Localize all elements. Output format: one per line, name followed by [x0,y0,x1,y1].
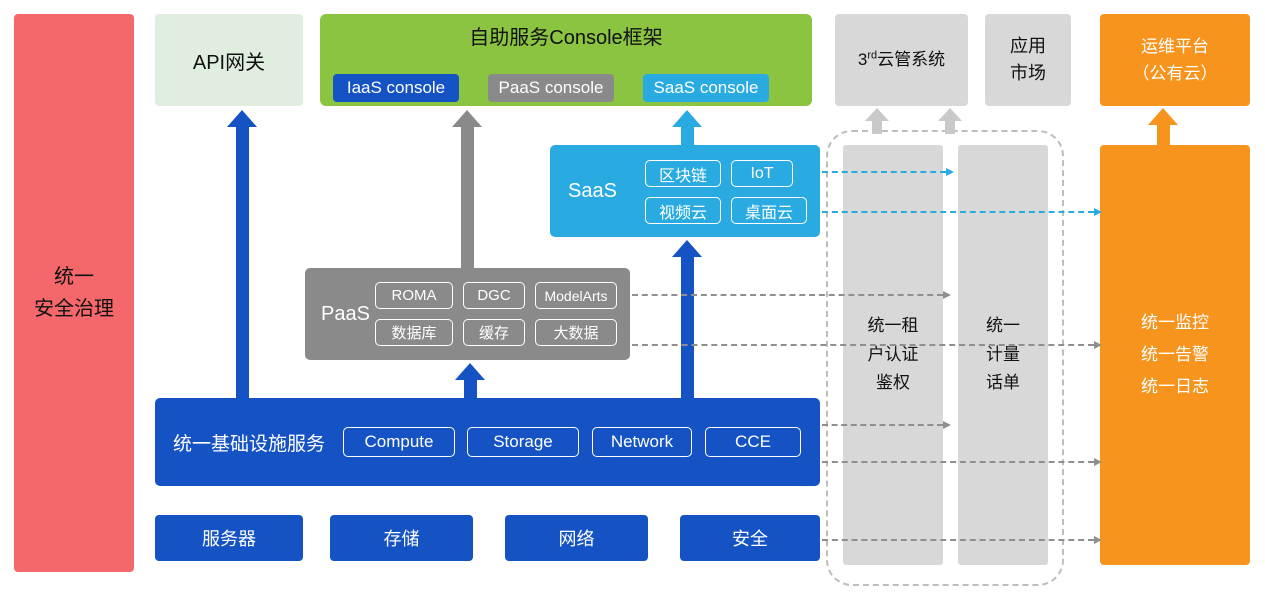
auth-bar: 统一租 户认证 鉴权 [843,145,943,565]
paas-label: PaaS [321,302,370,325]
paas-item-bigdata: 大数据 [535,319,617,346]
infra-item-network: Network [592,427,692,457]
app-market-box: 应用 市场 [985,14,1071,106]
billing-bar: 统一 计量 话单 [958,145,1048,565]
arrow-infra-to-saas [672,240,702,398]
hw-security-box: 安全 [680,515,820,561]
infra-item-compute: Compute [343,427,455,457]
api-gateway-box: API网关 [155,14,303,106]
third-party-label: 3rd云管系统 [857,49,946,70]
paas-item-dgc: DGC [463,282,525,309]
arrow-billing-to-3rd-party [938,108,962,134]
connector-infra-to-auth [822,421,951,429]
arrow-infra-to-api-gateway [227,110,257,398]
saas-box: SaaS 区块链 IoT 视频云 桌面云 [550,145,820,237]
iaas-console-chip: IaaS console [333,74,459,102]
security-governance-bar: 统一 安全治理 [14,14,134,572]
connector-paas-to-monitor [632,341,1102,349]
om-platform-box: 运维平台 （公有云） [1100,14,1250,106]
arrow-infra-to-paas [455,363,485,398]
arrow-monitor-to-om-platform [1148,108,1178,145]
infra-label: 统一基础设施服务 [173,433,326,455]
saas-item-iot: IoT [731,160,793,187]
infra-item-storage: Storage [467,427,579,457]
saas-item-blockchain: 区块链 [645,160,721,187]
connector-saas-to-auth [822,168,954,176]
saas-item-video-cloud: 视频云 [645,197,721,224]
arrow-paas-to-console [452,110,482,268]
paas-item-modelarts: ModelArts [535,282,617,309]
arrow-auth-to-3rd-party [865,108,889,134]
paas-item-cache: 缓存 [463,319,525,346]
infra-item-cce: CCE [705,427,801,457]
paas-console-chip: PaaS console [488,74,614,102]
monitor-bar: 统一监控 统一告警 统一日志 [1100,145,1250,565]
hw-server-box: 服务器 [155,515,303,561]
connector-infra-to-monitor [822,458,1102,466]
paas-item-roma: ROMA [375,282,453,309]
saas-item-desktop-cloud: 桌面云 [731,197,807,224]
connector-paas-to-auth [632,291,951,299]
saas-console-chip: SaaS console [643,74,769,102]
arrow-saas-to-console [672,110,702,145]
hw-storage-box: 存储 [330,515,473,561]
paas-box: PaaS ROMA DGC ModelArts 数据库 缓存 大数据 [305,268,630,360]
third-party-cloud-mgmt-box: 3rd云管系统 [835,14,968,106]
connector-saas-to-monitor [822,208,1102,216]
paas-item-database: 数据库 [375,319,453,346]
infra-box: 统一基础设施服务 Compute Storage Network CCE [155,398,820,486]
hw-network-box: 网络 [505,515,648,561]
console-framework-title: 自助服务Console框架 [469,27,663,49]
console-framework-box: 自助服务Console框架 IaaS console PaaS console … [320,14,812,106]
saas-label: SaaS [568,179,617,202]
connector-security-to-monitor [822,536,1102,544]
